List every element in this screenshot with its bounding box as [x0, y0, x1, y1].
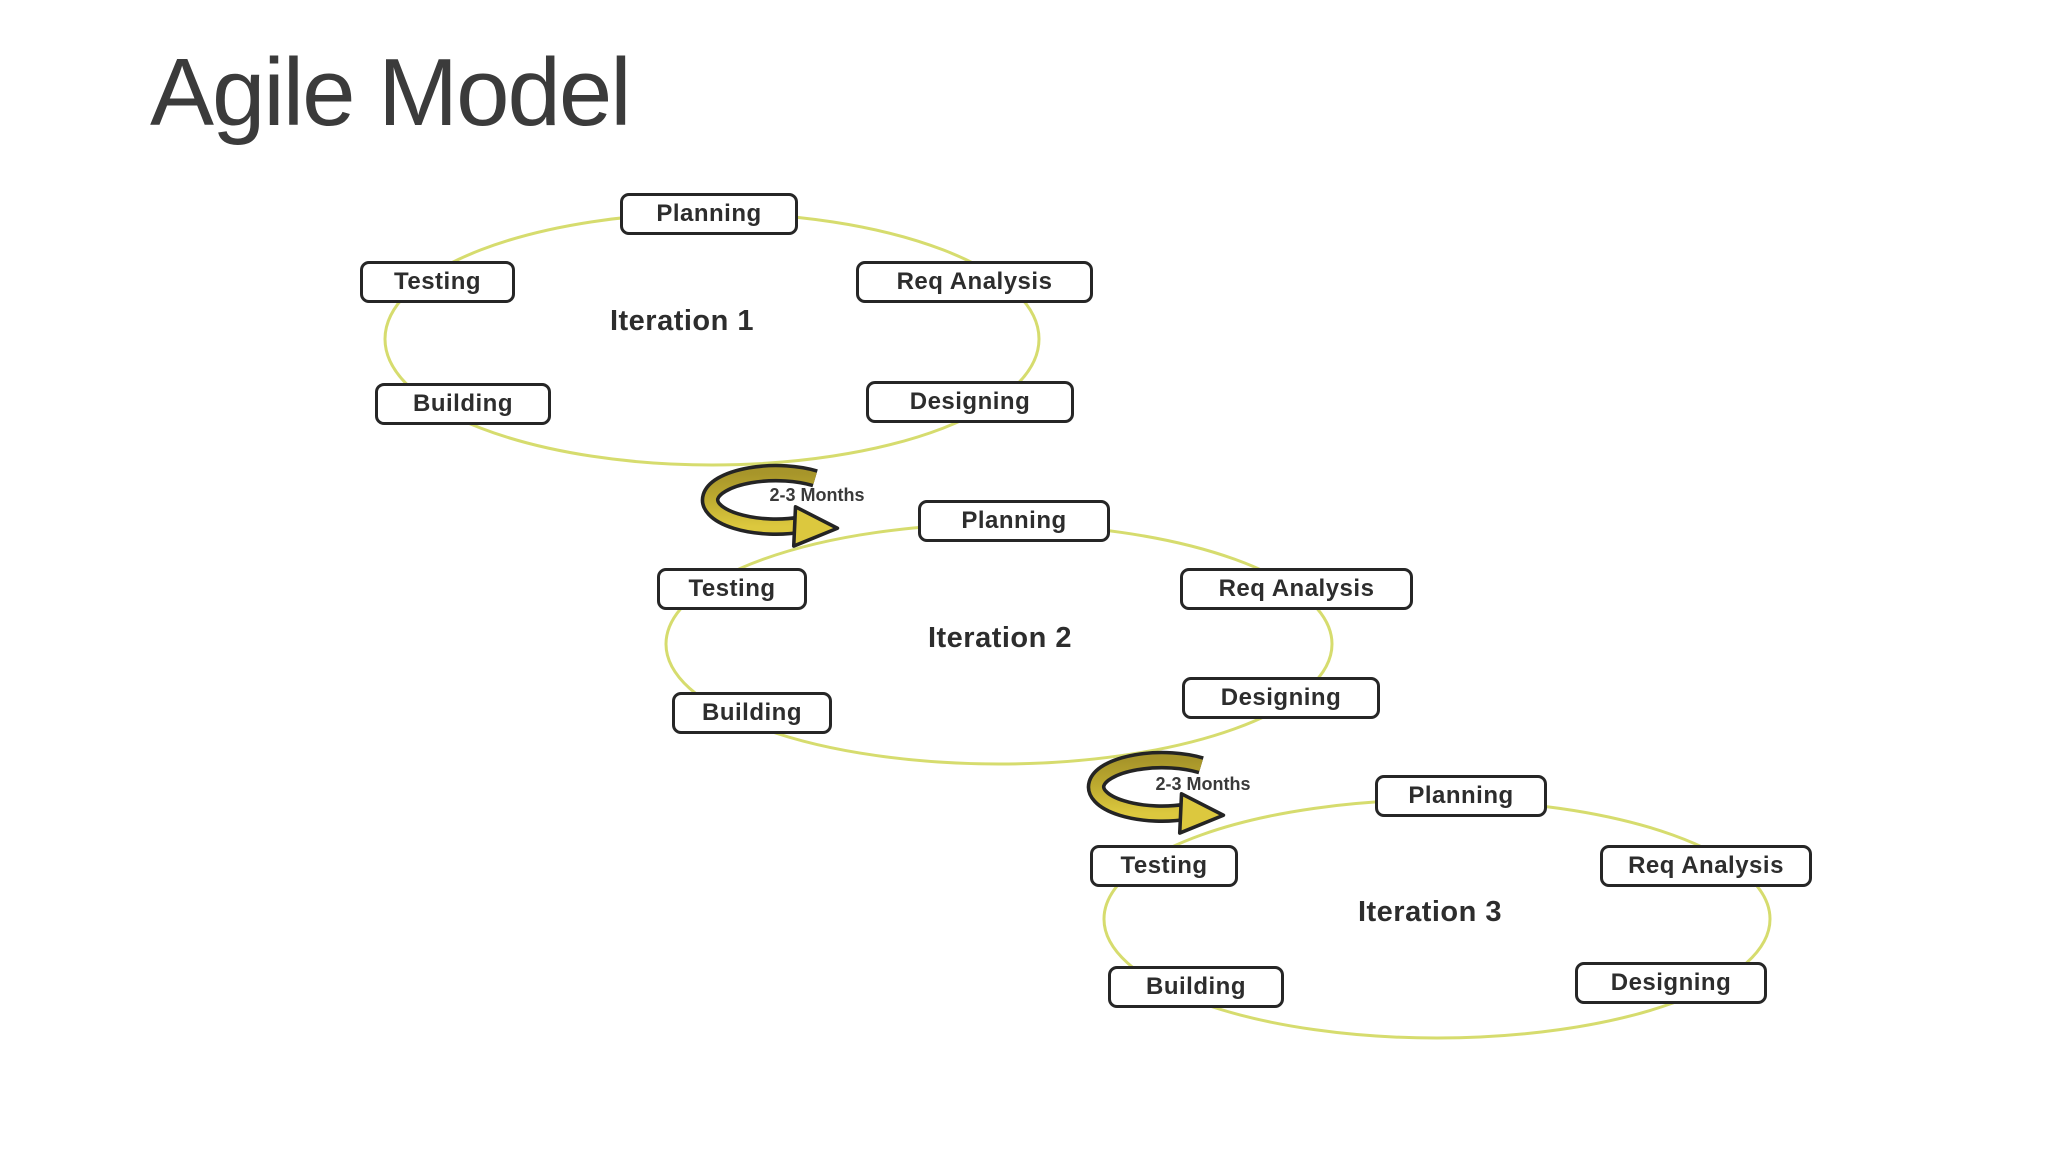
phase-box-designing: Designing — [866, 381, 1074, 423]
iteration-label: Iteration 1 — [609, 305, 755, 337]
phase-box-req-analysis: Req Analysis — [1180, 568, 1413, 610]
phase-box-testing: Testing — [657, 568, 807, 610]
arrow-band — [704, 467, 817, 533]
phase-box-building: Building — [672, 692, 832, 734]
phase-box-planning: Planning — [1375, 775, 1547, 817]
phase-box-building: Building — [1108, 966, 1284, 1008]
arrow-head — [791, 505, 840, 548]
iteration-label: Iteration 3 — [1357, 896, 1503, 928]
phase-box-req-analysis: Req Analysis — [1600, 845, 1812, 887]
arrow-band — [1090, 754, 1203, 820]
transition-duration-label: 2-3 Months — [769, 485, 865, 505]
phase-box-building: Building — [375, 383, 551, 425]
iteration-1-cycle-ellipse — [383, 211, 1041, 467]
phase-box-req-analysis: Req Analysis — [856, 261, 1093, 303]
arrow-head — [1177, 792, 1226, 835]
phase-box-testing: Testing — [360, 261, 515, 303]
phase-box-testing: Testing — [1090, 845, 1238, 887]
transition-duration-label: 2-3 Months — [1155, 774, 1251, 794]
phase-box-planning: Planning — [620, 193, 798, 235]
loop-arrow-icon — [1086, 750, 1226, 835]
loop-arrow-icon — [700, 463, 840, 548]
phase-box-designing: Designing — [1575, 962, 1767, 1004]
phase-box-designing: Designing — [1182, 677, 1380, 719]
page-title: Agile Model — [150, 39, 632, 146]
iteration-label: Iteration 2 — [927, 622, 1073, 654]
cycle-ellipse-icon — [383, 211, 1041, 467]
phase-box-planning: Planning — [918, 500, 1110, 542]
